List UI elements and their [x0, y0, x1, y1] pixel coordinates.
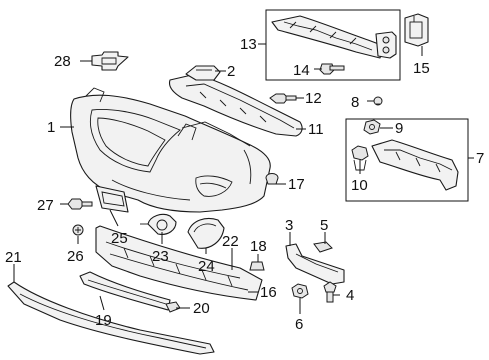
fog-lamp-bezel: [187, 217, 225, 249]
lower-valance: [95, 225, 263, 301]
callout-11: 11: [308, 121, 324, 138]
callout-5: 5: [320, 217, 328, 234]
detail-box-13: [265, 9, 401, 81]
clip-9: [363, 119, 381, 135]
license-plate-bracket: [95, 185, 129, 213]
callout-25: 25: [111, 230, 128, 247]
callout-20: 20: [193, 300, 210, 317]
callout-23: 23: [152, 248, 169, 265]
callout-4: 4: [346, 287, 354, 304]
callout-7: 7: [476, 150, 484, 167]
bracket-15: [404, 13, 429, 47]
plug-17: [265, 173, 279, 185]
detail-box-7: [345, 118, 469, 202]
bumper-fascia: [70, 87, 271, 213]
callout-26: 26: [67, 248, 84, 265]
bolt-14: [319, 63, 345, 75]
screw-8: [373, 96, 383, 106]
callout-2: 2: [227, 63, 235, 80]
callout-12: 12: [305, 90, 322, 107]
callout-9: 9: [395, 120, 403, 137]
retainer-18: [249, 261, 265, 271]
deflector-strip: [7, 281, 215, 355]
fog-lamp: [140, 213, 177, 235]
bracket-7: [371, 139, 459, 191]
callout-24: 24: [198, 258, 215, 275]
impact-bar: [271, 15, 397, 59]
callout-13: 13: [240, 36, 257, 53]
bowtie-emblem: [91, 51, 129, 71]
clip-5: [313, 241, 333, 253]
energy-absorber: [168, 73, 303, 137]
bolt-27: [67, 198, 93, 210]
callout-21: 21: [5, 249, 22, 266]
callout-22: 22: [222, 233, 239, 250]
callout-labels: 1 2 3 4 5 6 7 8 9 10 11 12 13 14 15 16 1…: [5, 36, 484, 333]
callout-28: 28: [54, 53, 71, 70]
nut-6: [291, 283, 309, 299]
clip-26: [72, 224, 84, 236]
callout-6: 6: [295, 316, 303, 333]
callout-10: 10: [351, 177, 368, 194]
callout-27: 27: [37, 197, 54, 214]
callout-8: 8: [351, 94, 359, 111]
callout-16: 16: [260, 284, 277, 301]
callout-1: 1: [47, 119, 55, 136]
callout-15: 15: [413, 60, 430, 77]
callout-3: 3: [285, 217, 293, 234]
leader-lines: [13, 43, 474, 314]
callout-19: 19: [95, 312, 112, 329]
callout-14: 14: [293, 62, 310, 79]
bracket-3: [285, 243, 345, 285]
callout-18: 18: [250, 238, 267, 255]
bolt-4: [323, 281, 337, 303]
callout-17: 17: [288, 176, 305, 193]
bolt-12: [269, 93, 297, 104]
upper-bracket: [185, 65, 221, 81]
